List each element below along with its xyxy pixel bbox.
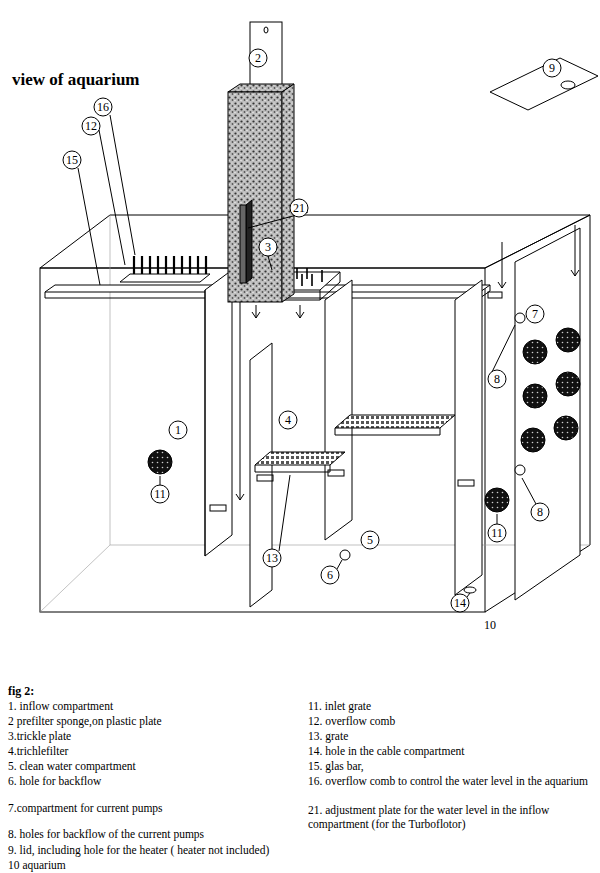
legend-note: 13. grate — [308, 730, 348, 744]
legend-note: 4.trichlefilter — [8, 745, 68, 759]
callout-number: 2 — [255, 51, 261, 65]
callout-number: 7 — [532, 307, 538, 321]
legend-note: 11. inlet grate — [308, 700, 371, 714]
callout-number: 8 — [494, 372, 500, 386]
callout-number: 11 — [491, 526, 503, 540]
legend-note: 9. lid, including hole for the heater ( … — [8, 844, 269, 858]
figure-title: view of aquarium — [12, 70, 140, 90]
legend-note: 12. overflow comb — [308, 715, 395, 729]
legend-note: 7.compartment for current pumps — [8, 802, 163, 816]
legend-note: 2 prefilter sponge,on plastic plate — [8, 715, 162, 729]
legend-note: 8. holes for backflow of the current pum… — [8, 828, 204, 842]
callout-number: 3 — [265, 240, 271, 254]
legend-note: 3.trickle plate — [8, 730, 71, 744]
legend-note: 15. glas bar, — [308, 760, 364, 774]
callout-number: 8 — [537, 505, 543, 519]
legend-note: 16. overflow comb to control the water l… — [308, 775, 593, 789]
callout-number: 4 — [285, 413, 291, 427]
legend-note: 1. inflow compartment — [8, 700, 113, 714]
legend-note: 10 aquarium — [8, 859, 66, 873]
callout-number: 21 — [293, 201, 305, 215]
callout-number: 15 — [66, 153, 78, 167]
legend-note: 6. hole for backflow — [8, 775, 101, 789]
callout-number: 1 — [175, 423, 181, 437]
callout-number: 9 — [549, 61, 555, 75]
callout-number: 12 — [85, 119, 97, 133]
legend-note: 21. adjustment plate for the water level… — [308, 804, 593, 832]
callout-number: 5 — [367, 533, 373, 547]
callout-number: 10 — [484, 618, 496, 632]
legend-note: 14. hole in the cable compartment — [308, 745, 464, 759]
callout-number: 11 — [154, 487, 166, 501]
figure-caption: fig 2: — [8, 684, 34, 698]
callout-number: 14 — [454, 596, 466, 610]
legend-note: 5. clean water compartment — [8, 760, 136, 774]
callout-number: 13 — [266, 551, 278, 565]
callout-number: 6 — [327, 568, 333, 582]
callout-number: 16 — [97, 100, 109, 114]
